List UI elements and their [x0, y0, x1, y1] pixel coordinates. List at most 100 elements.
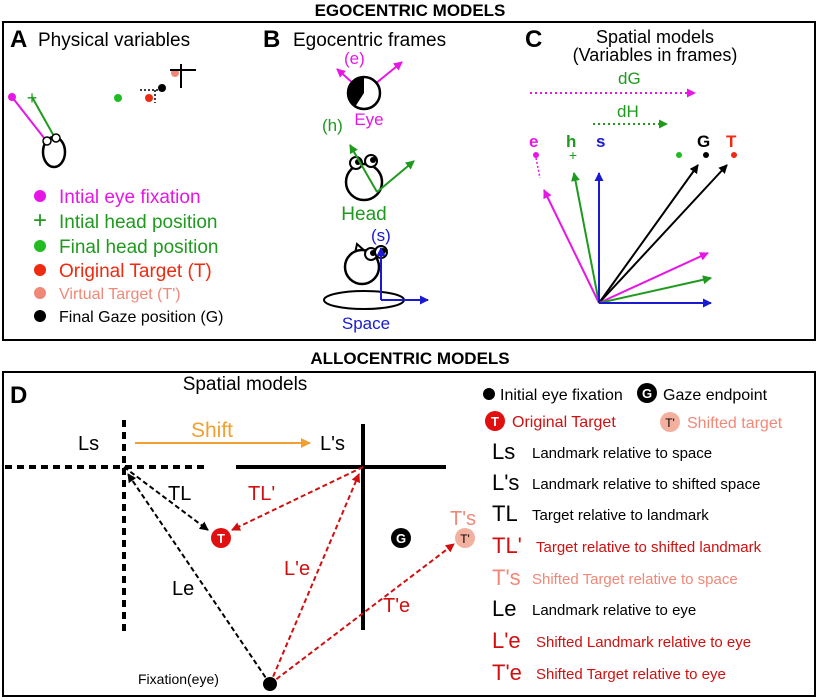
vector-G — [598, 164, 699, 304]
allocentric-frame — [2, 371, 816, 697]
vector-e — [543, 189, 600, 304]
gaze-line-eye — [11, 96, 49, 144]
panel-b-title: Egocentric frames — [293, 30, 446, 51]
Tps-label: T's — [450, 508, 476, 530]
panel-a-legend: Intial eye fixation + Intial head positi… — [33, 187, 224, 326]
legend-a-marker-2 — [34, 240, 46, 252]
panel-d-legend: Ls Landmark relative to space L's Landma… — [492, 439, 762, 685]
vector-TLp — [231, 466, 364, 531]
initial-eye-fixation-dot — [8, 93, 16, 101]
final-head-dot — [114, 94, 122, 102]
origin-vectors — [543, 164, 728, 308]
G-label: G — [697, 132, 710, 151]
space-frame: (s) Space — [323, 226, 429, 333]
head-frame: (h) Head — [322, 116, 415, 225]
original-target-marker — [211, 528, 231, 548]
legend-desc-5: Landmark relative to eye — [532, 602, 696, 619]
legend-abbr-0: Ls — [492, 439, 515, 464]
pupil — [347, 77, 364, 107]
T-label: T — [726, 132, 737, 151]
head-label: Head — [341, 204, 386, 225]
e-label: e — [529, 132, 538, 151]
legend-desc-1: Landmark relative to shifted space — [532, 476, 760, 493]
h-point: + — [569, 147, 577, 163]
panel-b-letter: B — [263, 26, 280, 53]
legend-a-marker-0 — [34, 190, 46, 202]
legend-gaze-label: Gaze endpoint — [663, 387, 768, 404]
legend-abbr-5: Le — [492, 596, 516, 621]
legend-a-label-2: Final head position — [59, 237, 219, 258]
legend-abbr-1: L's — [492, 470, 519, 495]
legend-abbr-2: TL — [492, 501, 518, 526]
egocentric-header: EGOCENTRIC MODELS — [315, 1, 506, 20]
legend-a-label-3: Original Target (T) — [59, 261, 212, 282]
legend-target-marker — [485, 411, 505, 431]
vector-h-dH — [598, 275, 712, 304]
head-circle — [344, 162, 384, 202]
legend-shifted-marker — [660, 412, 680, 432]
vector-T — [598, 164, 728, 304]
legend-a-label-5: Final Gaze position (G) — [59, 309, 224, 326]
Lps-label: L's — [320, 433, 345, 455]
s-label: s — [596, 132, 605, 151]
panel-d-title: Spatial models — [183, 374, 308, 395]
gaze-line-head — [31, 96, 56, 139]
dG-label: dG — [618, 69, 641, 88]
TLp-label: TL' — [248, 483, 275, 505]
legend-abbr-4: T's — [492, 565, 521, 590]
final-gaze-dot — [158, 84, 166, 92]
panel-d-legend-top: Initial eye fixation G Gaze endpoint T O… — [483, 383, 783, 432]
Tpe-label: T'e — [383, 595, 410, 617]
original-target-marker-text: T — [217, 531, 225, 546]
legend-shifted-marker-text: T' — [665, 416, 675, 430]
allocentric-header: ALLOCENTRIC MODELS — [310, 349, 509, 368]
legend-desc-2: Target relative to landmark — [532, 507, 709, 524]
legend-a-label-0: Intial eye fixation — [59, 187, 201, 208]
legend-a-marker-5 — [34, 310, 46, 322]
legend-desc-7: Shifted Target relative to eye — [536, 666, 726, 683]
TL-label: TL — [168, 483, 191, 505]
panel-d-letter: D — [10, 382, 27, 409]
legend-fixation-dot — [483, 388, 495, 400]
vector-Le — [127, 473, 271, 685]
space-label: Space — [342, 314, 390, 333]
Ls-label: Ls — [78, 433, 99, 455]
legend-desc-3: Target relative to shifted landmark — [536, 539, 762, 556]
panel-a-title: Physical variables — [38, 30, 190, 51]
right-eye — [51, 133, 61, 143]
T-point — [731, 152, 737, 158]
panel-a-letter: A — [10, 26, 27, 53]
vector-TL — [123, 466, 209, 531]
head-axis-label: (h) — [322, 116, 343, 135]
egocentric-frame — [2, 21, 816, 341]
left-eye — [42, 136, 52, 146]
legend-desc-4: Shifted Target relative to space — [532, 571, 738, 588]
legend-gaze-marker-text: G — [642, 386, 652, 401]
legend-shifted-label: Shifted target — [687, 415, 783, 432]
Lpe-label: L'e — [284, 558, 310, 580]
legend-abbr-3: TL' — [492, 533, 522, 558]
legend-a-label-1: Intial head position — [59, 212, 217, 233]
legend-abbr-6: L'e — [492, 628, 521, 653]
legend-a-marker-1: + — [33, 207, 47, 234]
fixation-eye-dot — [263, 677, 277, 691]
space-axis-label: (s) — [371, 226, 391, 245]
vector-h — [571, 172, 600, 304]
vector-e-dG — [598, 252, 709, 304]
eye-label: Eye — [354, 110, 383, 129]
shift-label: Shift — [191, 419, 233, 442]
panel-c-title-line2: (Variables in frames) — [573, 45, 738, 65]
vector-Lpe — [269, 473, 361, 685]
space-pupil-left — [370, 250, 376, 256]
panel-c-letter: C — [525, 26, 542, 53]
eye-axis-label: (e) — [344, 49, 365, 68]
initial-head-position-plus: + — [27, 88, 38, 108]
legend-a-marker-3 — [34, 264, 46, 276]
G-point — [703, 152, 709, 158]
original-target-dot — [145, 94, 153, 102]
final-head-point — [676, 152, 682, 158]
panel-c-title-line1: Spatial models — [596, 27, 714, 47]
target-sketch — [114, 64, 196, 103]
e-dotted — [535, 157, 541, 179]
